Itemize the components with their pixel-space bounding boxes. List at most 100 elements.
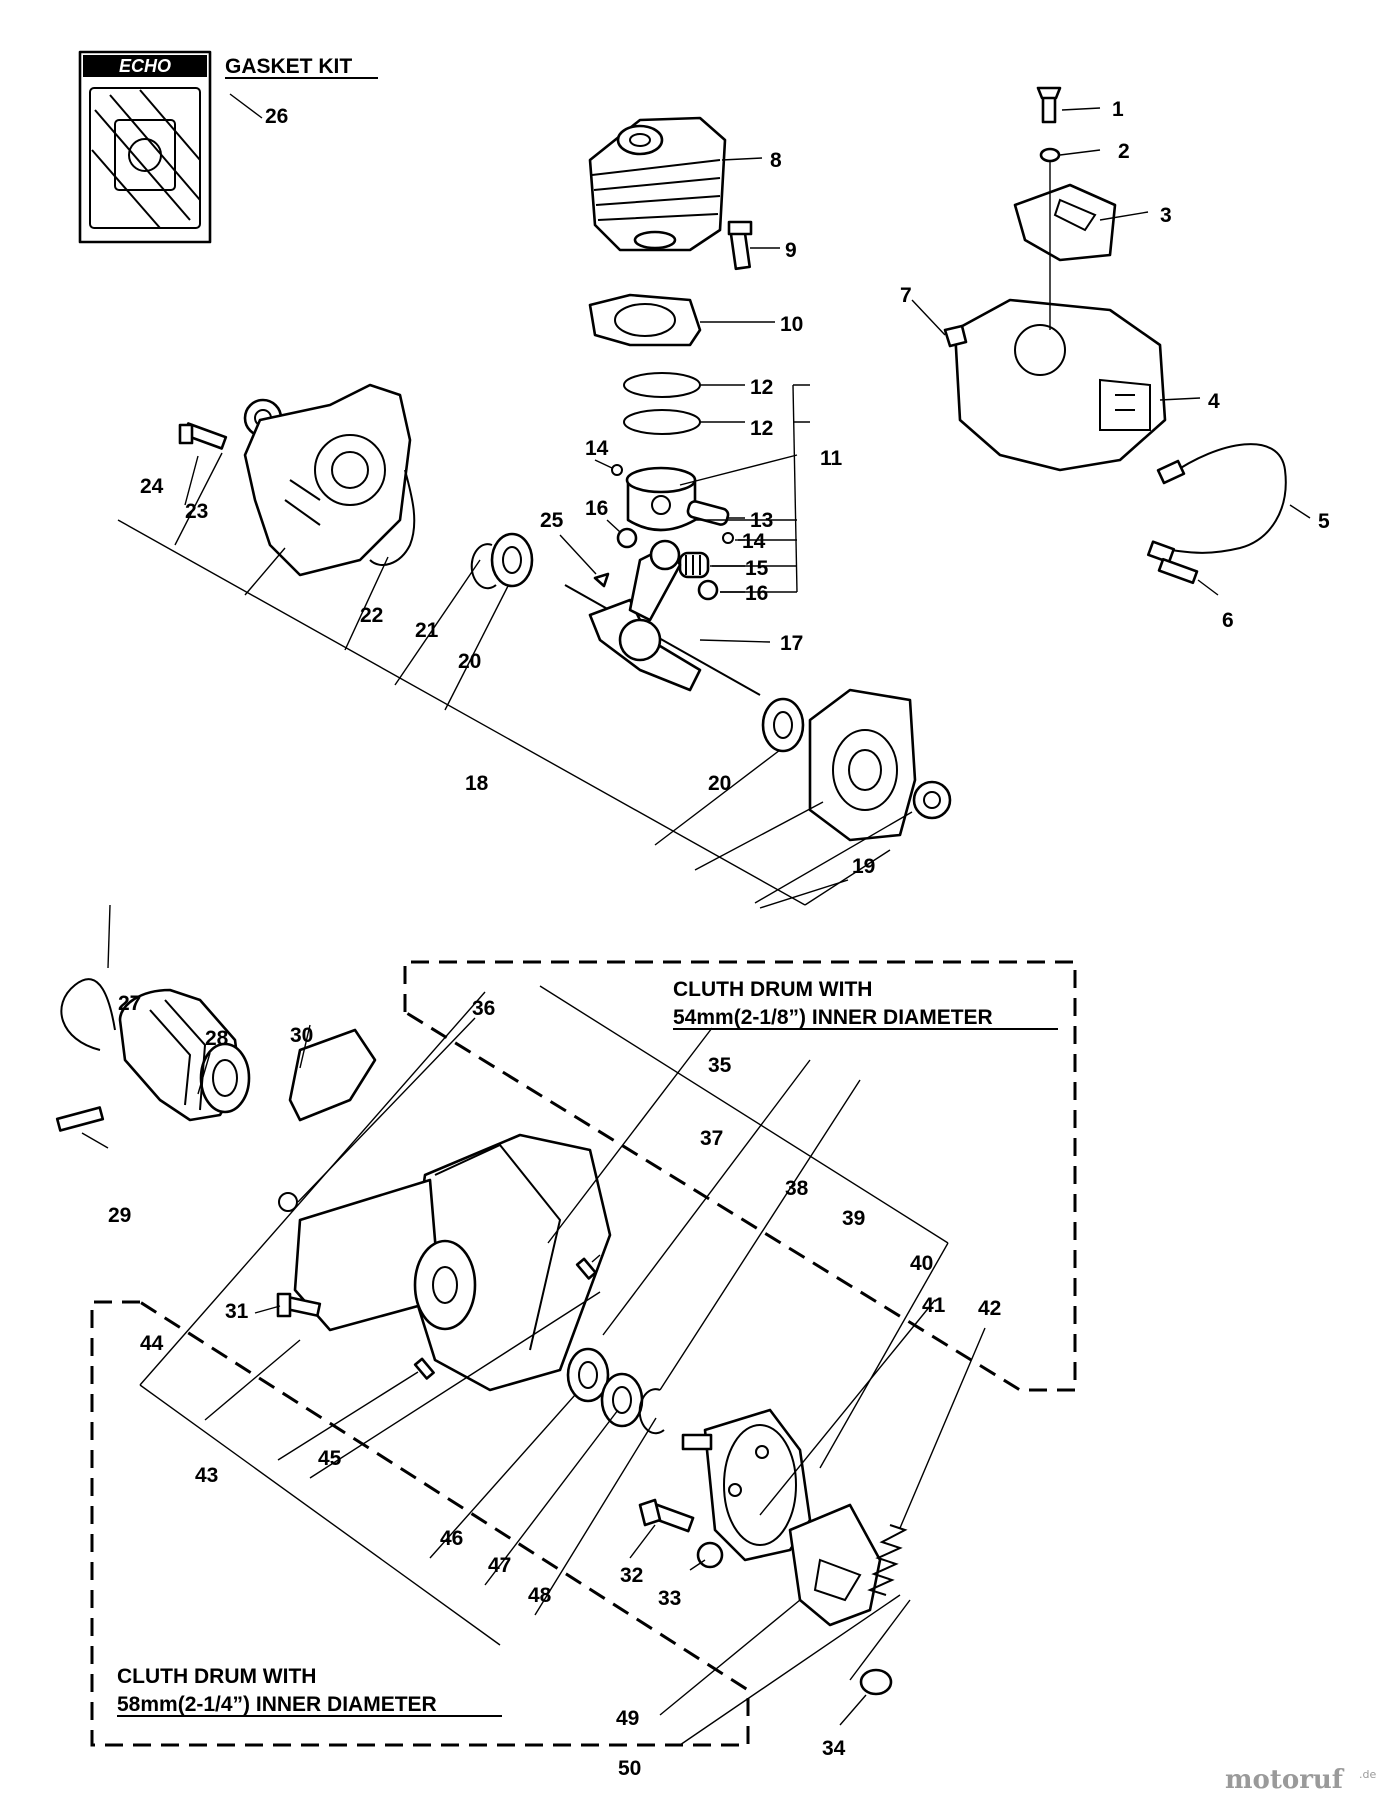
callout-20a: 20	[458, 650, 481, 673]
callout-22: 22	[360, 604, 383, 627]
clutch-shoe	[788, 1503, 882, 1627]
clamp-28	[118, 988, 251, 1122]
callout-47: 47	[488, 1554, 511, 1577]
thrust-washer-16a	[616, 527, 638, 549]
callout-17: 17	[780, 632, 803, 655]
callout-16b: 16	[745, 582, 768, 605]
bearing-47	[600, 1372, 644, 1428]
callout-34: 34	[822, 1737, 846, 1760]
piston-rings	[623, 372, 701, 435]
gasket-kit-box: ECHO	[78, 50, 212, 244]
callout-46: 46	[440, 1527, 463, 1550]
callout-33: 33	[658, 1587, 681, 1610]
needle-bearing	[678, 551, 710, 579]
cylinder-cover-4	[953, 298, 1167, 472]
snap-ring-27	[60, 978, 116, 1051]
screw-31	[276, 1292, 322, 1318]
callout-27: 27	[118, 992, 141, 1015]
circlip-14b	[722, 532, 734, 544]
callout-11: 11	[820, 447, 843, 470]
group-box-58mm	[90, 1300, 750, 1747]
callout-15: 15	[745, 557, 769, 580]
pin-37	[575, 1257, 597, 1280]
gasket-30	[288, 1028, 377, 1122]
group-54mm-line1: CLUTH DRUM WITH	[673, 978, 872, 1001]
callout-26: 26	[265, 105, 288, 128]
callout-8: 8	[770, 149, 782, 172]
callout-40: 40	[910, 1252, 933, 1275]
screw-6	[1157, 557, 1199, 585]
callout-23: 23	[185, 500, 208, 523]
crankcase-right	[808, 688, 917, 842]
callout-16a: 16	[585, 497, 608, 520]
bearing-20a	[490, 532, 534, 588]
callout-45: 45	[318, 1447, 342, 1470]
callout-14b: 14	[742, 530, 766, 553]
echo-logo: ECHO	[119, 56, 171, 76]
oil-seal-19	[912, 780, 952, 820]
callout-5: 5	[1318, 510, 1330, 533]
circlip-14a	[611, 464, 623, 476]
watermark-suffix: .de	[1359, 1768, 1376, 1781]
bearing-46	[566, 1347, 610, 1403]
callout-41: 41	[922, 1294, 946, 1317]
group-54mm-line2: 54mm(2-1/8”) INNER DIAMETER	[673, 1006, 993, 1029]
clutch-drum	[681, 1408, 812, 1562]
crankcase-gasket-22	[369, 469, 416, 566]
cover-cap-3	[1013, 183, 1117, 262]
callout-32: 32	[620, 1564, 643, 1587]
leader-lines	[81, 93, 1311, 1746]
callout-31: 31	[225, 1300, 249, 1323]
screw-29	[55, 1106, 105, 1132]
snap-ring-44	[278, 1192, 298, 1212]
group-58mm-line2: 58mm(2-1/4”) INNER DIAMETER	[117, 1693, 437, 1716]
callout-3: 3	[1160, 204, 1172, 227]
callout-28: 28	[205, 1027, 229, 1050]
callout-38: 38	[785, 1177, 809, 1200]
watermark: motoruf	[1225, 1765, 1345, 1795]
callout-21: 21	[415, 619, 439, 642]
cylinder-bolt	[727, 220, 753, 271]
group-box-54mm	[403, 960, 1077, 1392]
callout-29: 29	[108, 1204, 131, 1227]
callout-19: 19	[852, 855, 875, 878]
callout-13: 13	[750, 509, 773, 532]
callout-49: 49	[616, 1707, 639, 1730]
cover-bolt-1	[1036, 86, 1062, 124]
group-58mm-line1: CLUTH DRUM WITH	[117, 1665, 316, 1688]
washer-33	[696, 1541, 724, 1569]
crankshaft	[564, 539, 761, 696]
washer-34	[859, 1668, 893, 1696]
snap-ring-48	[638, 1388, 665, 1435]
thrust-washer-16b	[697, 579, 719, 601]
callout-50: 50	[618, 1757, 641, 1780]
callout-36: 36	[472, 997, 495, 1020]
callout-48: 48	[528, 1584, 552, 1607]
callout-12b: 12	[750, 417, 773, 440]
callout-25: 25	[540, 509, 564, 532]
callout-numbers: 1 2 3 4 5 6 7 8 9 10 11 12 12 13 14 14 1…	[108, 98, 1330, 1780]
callout-43: 43	[195, 1464, 218, 1487]
callout-1: 1	[1112, 98, 1124, 121]
callout-9: 9	[785, 239, 797, 262]
callout-12a: 12	[750, 376, 773, 399]
bearing-20b	[761, 697, 805, 753]
grommet-7	[943, 324, 968, 348]
callout-20b: 20	[708, 772, 731, 795]
callout-39: 39	[842, 1207, 865, 1230]
callout-10: 10	[780, 313, 803, 336]
crankcase-left	[243, 383, 412, 577]
cylinder-gasket	[588, 293, 702, 347]
callout-14a: 14	[585, 437, 609, 460]
callout-37: 37	[700, 1127, 723, 1150]
washer-2	[1039, 147, 1061, 163]
callout-35: 35	[708, 1054, 732, 1077]
woodruff-key	[593, 572, 610, 588]
cylinder	[588, 116, 727, 252]
spring-42	[867, 1524, 908, 1596]
callout-6: 6	[1222, 609, 1234, 632]
snap-ring-21	[470, 543, 497, 590]
crankcase-screw-24	[178, 422, 228, 450]
pin-45	[413, 1357, 435, 1380]
